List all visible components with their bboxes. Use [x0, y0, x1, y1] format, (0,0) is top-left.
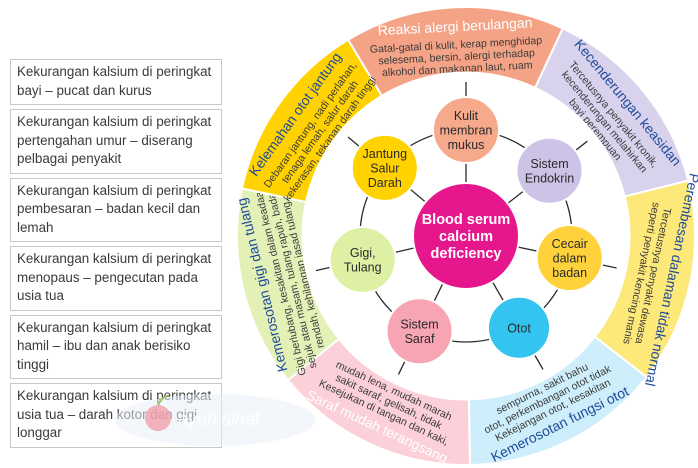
- node-label-5-0: Gigi,: [350, 246, 376, 260]
- node-label-1-1: Endokrin: [525, 171, 574, 185]
- center-label-2: deficiency: [431, 246, 502, 262]
- center-circle: [412, 182, 520, 290]
- node-circle-0: [432, 96, 500, 164]
- node-label-0-0: Kulit: [454, 109, 479, 123]
- center-label-0: Blood serum: [422, 212, 511, 228]
- node-circle-2: [535, 224, 604, 293]
- node-label-2-1: dalam: [553, 252, 587, 266]
- stage-list: Kekurangan kalsium di peringkat bayi – p…: [10, 59, 222, 452]
- node-label-2-2: badan: [552, 266, 587, 280]
- center-label-1: calcium: [439, 229, 493, 245]
- node-label-6-0: Jantung: [363, 147, 408, 161]
- node-circle-6: [350, 133, 419, 202]
- node-circle-3: [487, 295, 551, 360]
- node-label-6-1: Salur: [370, 161, 399, 175]
- stage-item-growth: Kekurangan kalsium di peringkat pembesar…: [10, 177, 222, 242]
- node-label-0-2: mukus: [448, 138, 485, 152]
- stage-item-infant: Kekurangan kalsium di peringkat bayi – p…: [10, 59, 222, 105]
- ayuh-sihat-logo: ayuh sihat: [115, 394, 315, 446]
- node-label-3-0: Otot: [507, 321, 531, 335]
- node-circle-5: [328, 225, 397, 294]
- stage-item-pregnancy: Kekurangan kalsium di peringkat hamil – …: [10, 314, 222, 379]
- node-label-5-1: Tulang: [344, 261, 382, 275]
- node-label-1-0: Sistem: [530, 157, 568, 171]
- node-circle-4: [385, 297, 454, 366]
- node-label-0-1: membran: [440, 124, 493, 138]
- node-3: Otot: [487, 295, 551, 360]
- node-circle-1: [515, 136, 584, 205]
- node-5: Gigi,Tulang: [328, 225, 397, 294]
- node-label-4-1: Saraf: [405, 332, 435, 346]
- node-label-2-0: Cecair: [552, 237, 588, 251]
- stage-item-middle-age: Kekurangan kalsium di peringkat pertenga…: [10, 109, 222, 174]
- system-nodes: KulitmembranmukusSistemEndokrinCecairdal…: [328, 96, 604, 366]
- node-label-4-0: Sistem: [400, 318, 438, 332]
- node-label-6-2: Darah: [368, 176, 402, 190]
- stage-item-menopause: Kekurangan kalsium di peringkat menopaus…: [10, 246, 222, 311]
- logo-text: ayuh sihat: [178, 409, 261, 429]
- apple-icon: [145, 405, 171, 431]
